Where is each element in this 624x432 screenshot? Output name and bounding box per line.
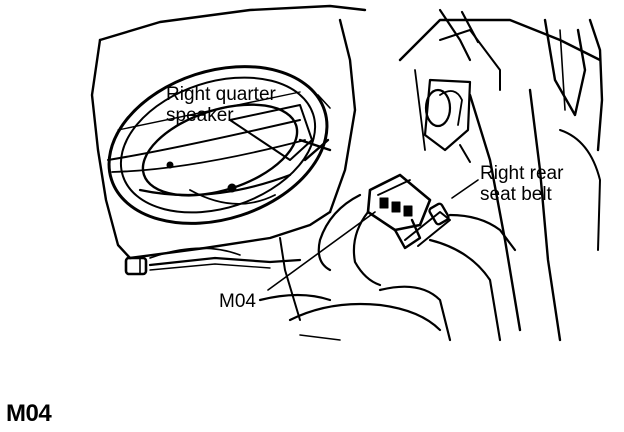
- connector-m04: [366, 173, 451, 250]
- floor-area: [258, 238, 502, 342]
- speaker-leader: [317, 94, 331, 109]
- speaker-illustration: [107, 65, 332, 225]
- seat-back: [398, 18, 604, 342]
- quarter-trim-panel: [90, 4, 367, 321]
- connector-id-title: M04: [6, 400, 52, 427]
- connector-label: M04: [219, 291, 256, 312]
- seat-belt-retractor: [423, 8, 480, 163]
- leader-lines: [267, 94, 479, 291]
- wiring-harness: [124, 193, 517, 287]
- seat-belt-label: Right rear seat belt: [480, 163, 564, 205]
- connector-leader: [267, 211, 376, 291]
- seat-belt-leader: [451, 179, 479, 199]
- speaker-label: Right quarter speaker: [166, 84, 276, 126]
